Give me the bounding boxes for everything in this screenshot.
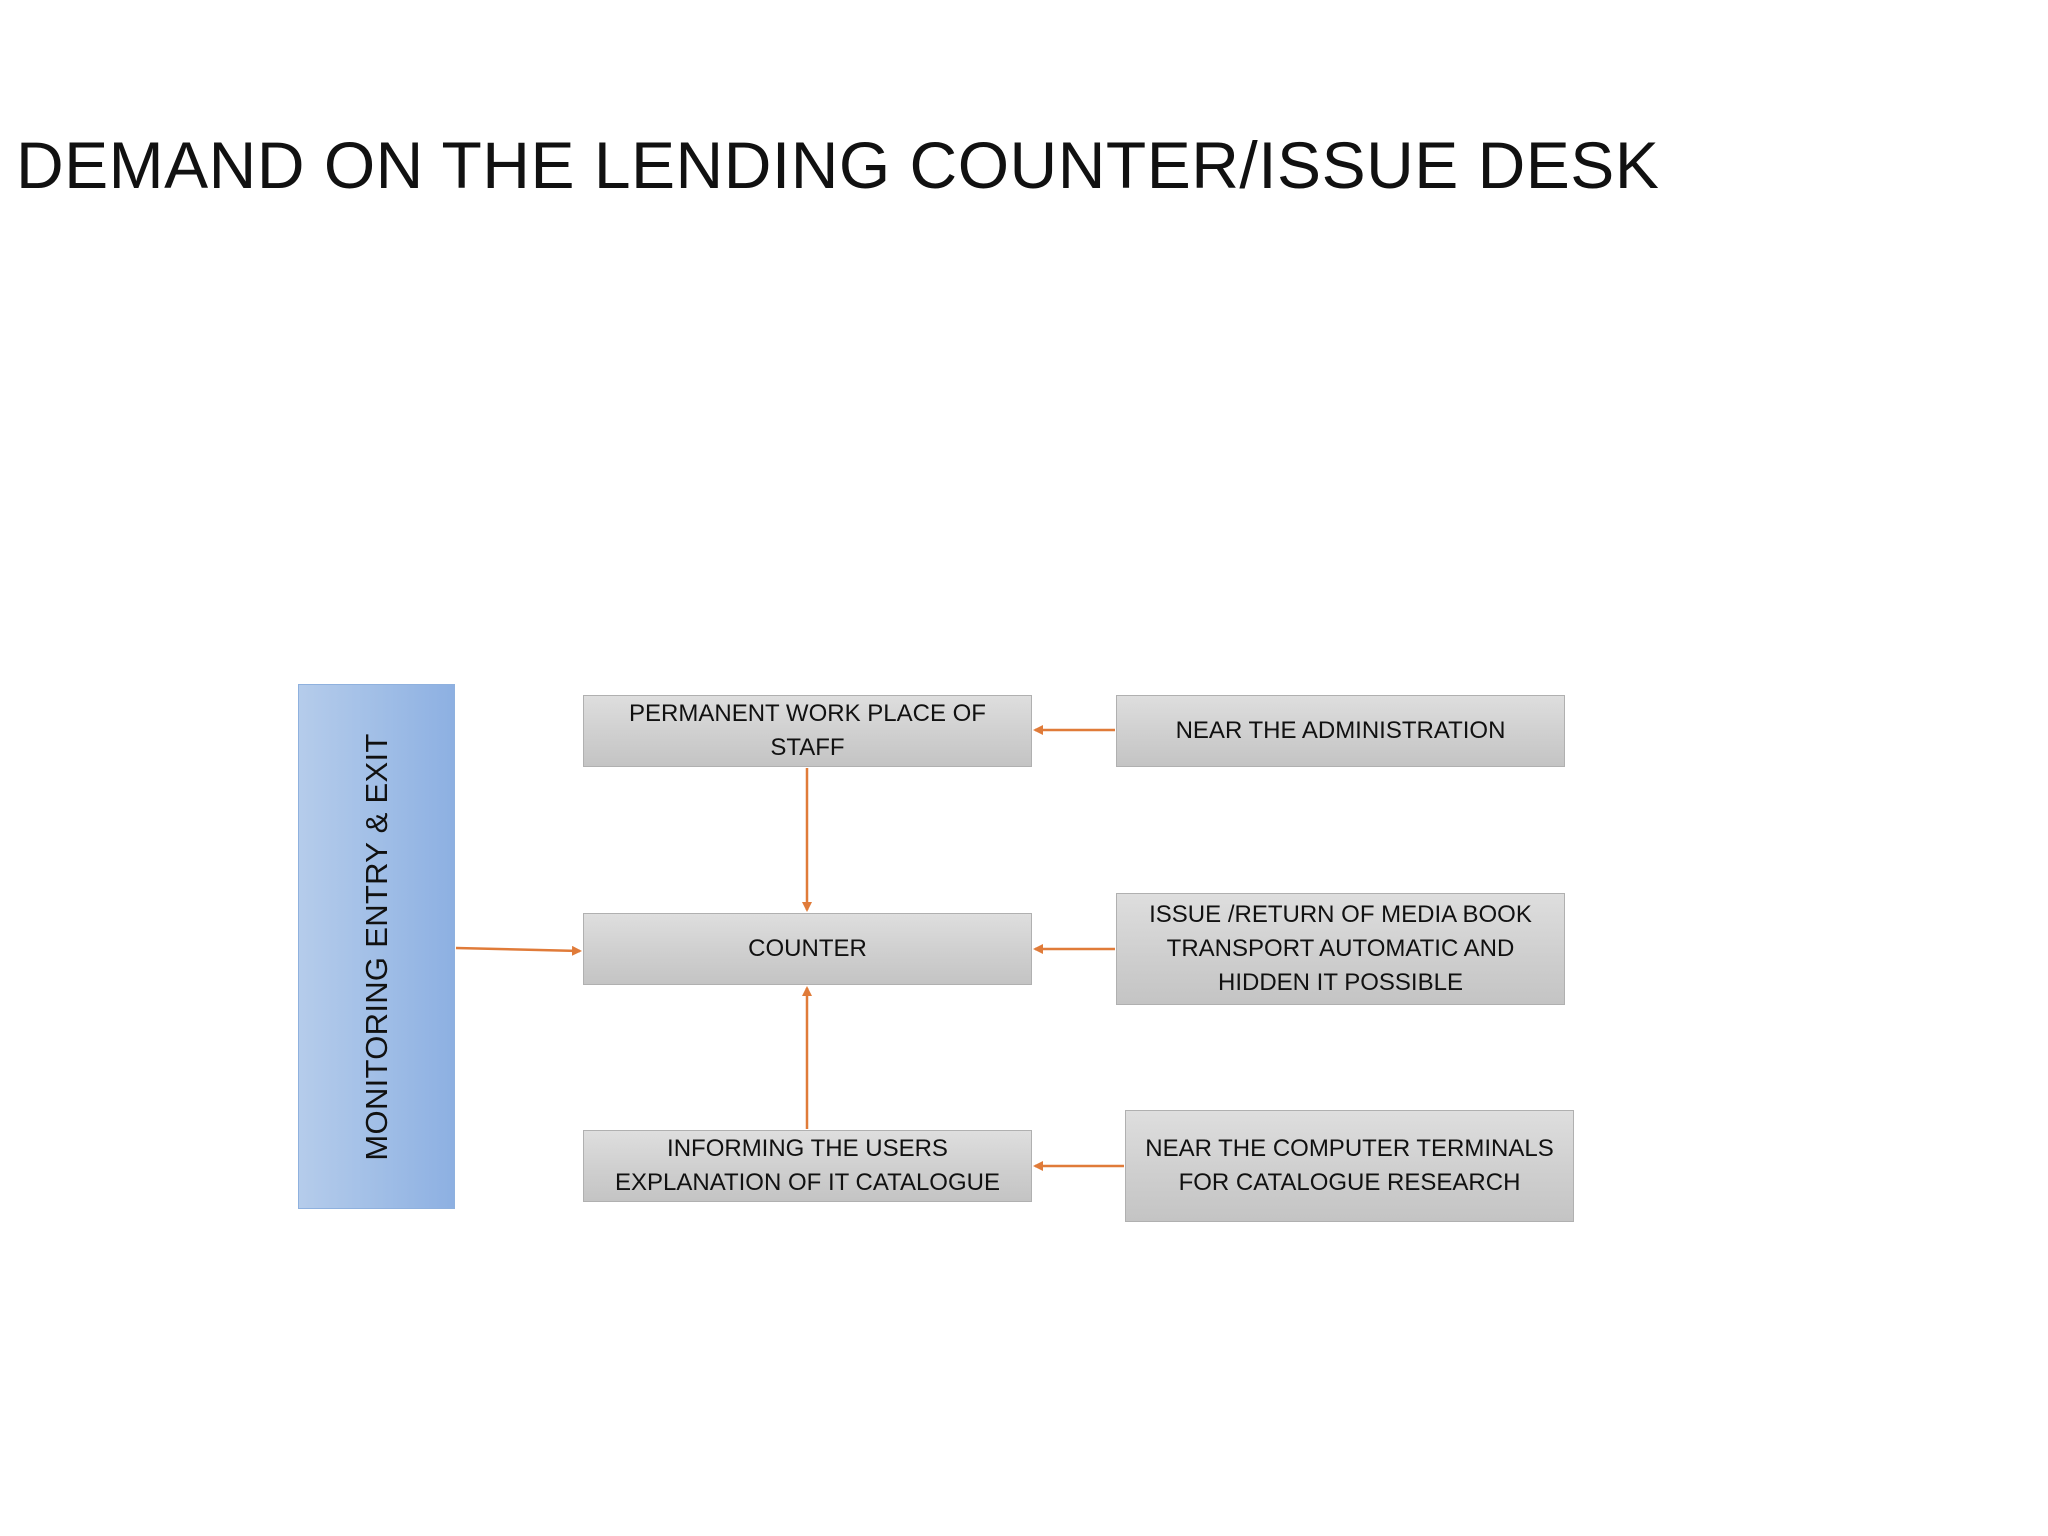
near-administration-label: NEAR THE ADMINISTRATION [1175, 717, 1506, 744]
issue-return-label: ISSUE /RETURN OF MEDIA BOOK TRANSPORT AU… [1149, 901, 1532, 996]
monitoring-sidebar: MONITORING ENTRY & EXIT [298, 684, 455, 1209]
staff-workplace-box: PERMANENT WORK PLACE OF STAFF [583, 695, 1032, 767]
informing-users-label: INFORMING THE USERS EXPLANATION OF IT CA… [615, 1135, 1000, 1196]
monitoring-sidebar-label: MONITORING ENTRY & EXIT [358, 732, 394, 1161]
near-administration-box: NEAR THE ADMINISTRATION [1116, 695, 1565, 767]
issue-return-box: ISSUE /RETURN OF MEDIA BOOK TRANSPORT AU… [1116, 893, 1565, 1005]
counter-label: COUNTER [748, 935, 867, 962]
informing-users-box: INFORMING THE USERS EXPLANATION OF IT CA… [583, 1130, 1032, 1202]
arrow-monitoring-to-counter [455, 945, 582, 956]
staff-workplace-label: PERMANENT WORK PLACE OF STAFF [629, 700, 986, 761]
counter-box: COUNTER [583, 913, 1032, 985]
computer-terminals-label: NEAR THE COMPUTER TERMINALS FOR CATALOGU… [1145, 1135, 1554, 1196]
slide-title: DEMAND ON THE LENDING COUNTER/ISSUE DESK [16, 128, 1660, 202]
computer-terminals-box: NEAR THE COMPUTER TERMINALS FOR CATALOGU… [1125, 1110, 1574, 1222]
